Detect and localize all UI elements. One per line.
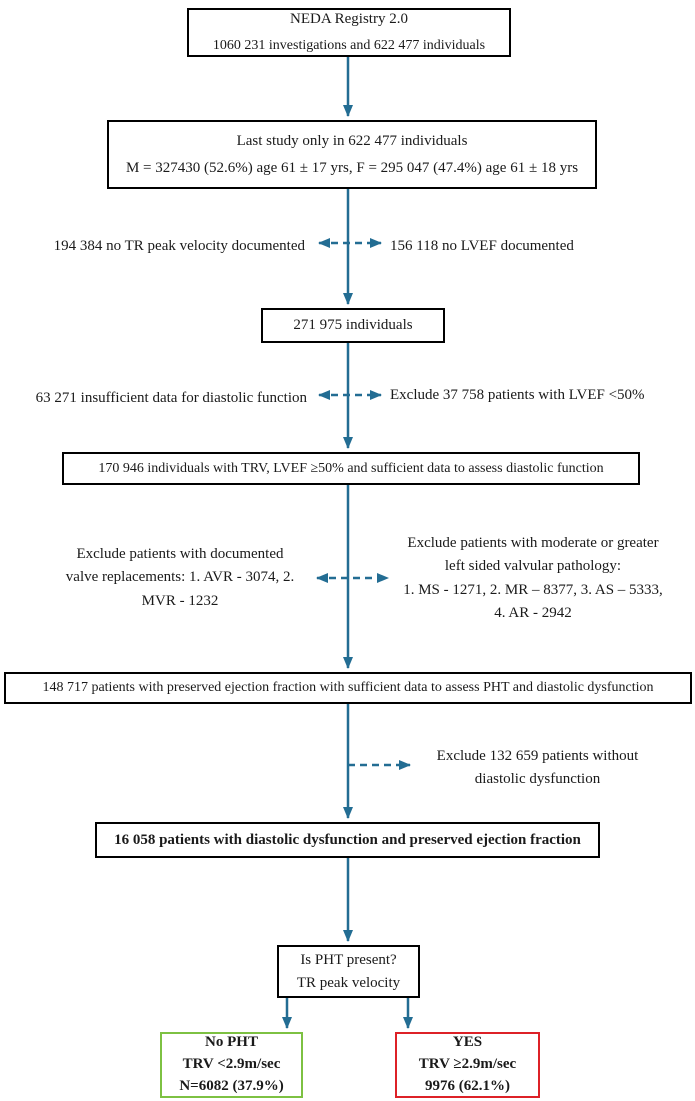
exclusion-row1-right: 156 118 no LVEF documented xyxy=(390,238,574,254)
exclusion-row3-left: Exclude patients with documented valve r… xyxy=(65,546,295,609)
yes-pht-trv: TRV ≥2.9m/sec xyxy=(418,1056,517,1073)
exclusion-row2-right: Exclude 37 758 patients with LVEF <50% xyxy=(390,387,645,403)
box-170946-individuals: 170 946 individuals with TRV, LVEF ≥50% … xyxy=(62,452,640,485)
count-170946: 170 946 individuals with TRV, LVEF ≥50% … xyxy=(98,460,604,476)
registry-counts: 1060 231 investigations and 622 477 indi… xyxy=(212,38,486,54)
exclusion-row4-right: Exclude 132 659 patients without diastol… xyxy=(436,748,639,788)
box-271975-individuals: 271 975 individuals xyxy=(261,308,445,343)
pht-question-line2: TR peak velocity xyxy=(296,974,401,991)
box-148717-patients: 148 717 patients with preserved ejection… xyxy=(4,672,692,704)
no-pht-label: No PHT xyxy=(205,1034,258,1051)
count-148717: 148 717 patients with preserved ejection… xyxy=(42,680,654,695)
exclusion-row2-left: 63 271 insufficient data for diastolic f… xyxy=(35,390,307,406)
count-271975: 271 975 individuals xyxy=(293,317,413,333)
yes-pht-count: 9976 (62.1%) xyxy=(425,1077,510,1094)
box-yes-pht: YES TRV ≥2.9m/sec 9976 (62.1%) xyxy=(395,1032,540,1098)
exclusion-row1-left: 194 384 no TR peak velocity documented xyxy=(53,238,305,254)
box-16058-patients: 16 058 patients with diastolic dysfuncti… xyxy=(95,822,600,858)
box-neda-registry: NEDA Registry 2.0 1060 231 investigation… xyxy=(187,8,511,57)
yes-pht-label: YES xyxy=(452,1034,483,1051)
last-study-title: Last study only in 622 477 individuals xyxy=(236,132,468,149)
box-last-study: Last study only in 622 477 individuals M… xyxy=(107,120,597,189)
pht-question-line1: Is PHT present? xyxy=(300,952,397,968)
exclusion-row3-right: Exclude patients with moderate or greate… xyxy=(403,535,663,621)
no-pht-count: N=6082 (37.9%) xyxy=(179,1077,284,1094)
box-no-pht: No PHT TRV <2.9m/sec N=6082 (37.9%) xyxy=(160,1032,303,1098)
last-study-demographics: M = 327430 (52.6%) age 61 ± 17 yrs, F = … xyxy=(125,159,579,176)
box-pht-question: Is PHT present? TR peak velocity xyxy=(277,945,420,998)
no-pht-trv: TRV <2.9m/sec xyxy=(182,1056,281,1073)
registry-title: NEDA Registry 2.0 xyxy=(290,11,408,28)
count-16058: 16 058 patients with diastolic dysfuncti… xyxy=(114,831,581,848)
